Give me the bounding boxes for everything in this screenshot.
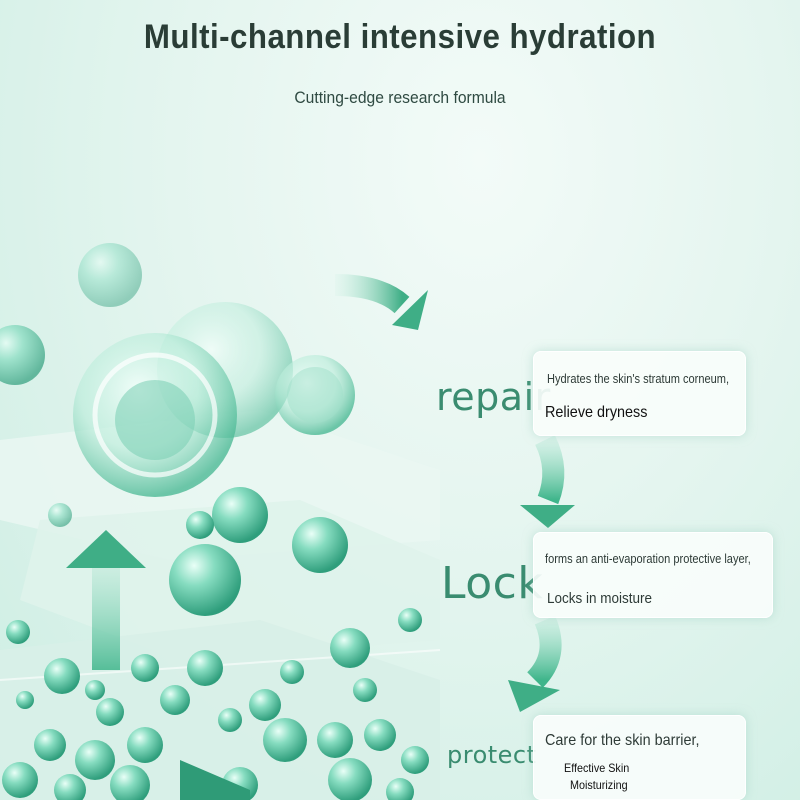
down-arrow-icon (334, 274, 428, 330)
up-arrow-icon (180, 760, 250, 800)
keyword-lock: Lock (441, 558, 544, 609)
protect-line-3: Moisturizing (570, 778, 628, 792)
down-arrow-icon (520, 435, 575, 528)
page-subtitle: Cutting-edge research formula (294, 88, 506, 107)
keyword-repair: repair (436, 375, 551, 419)
protect-line-2: Effective Skin (564, 761, 630, 775)
protect-line-1: Care for the skin barrier, (545, 732, 700, 749)
down-arrow-icon (508, 615, 562, 712)
up-arrow-icon (66, 530, 146, 670)
small-bubbles (2, 487, 429, 800)
lock-line-2: Locks in moisture (547, 590, 653, 607)
keyword-protect: protect (447, 741, 537, 769)
lock-line-1: forms an anti-evaporation protective lay… (545, 551, 751, 566)
page-title: Multi-channel intensive hydration (143, 18, 657, 56)
protect-info-card: Care for the skin barrier, Effective Ski… (533, 715, 746, 800)
repair-line-1: Hydrates the skin's stratum corneum, (547, 371, 730, 386)
repair-line-2: Relieve dryness (545, 404, 648, 421)
large-bubbles (0, 243, 355, 527)
repair-info-card: Hydrates the skin's stratum corneum, Rel… (533, 351, 746, 436)
lock-info-card: forms an anti-evaporation protective lay… (533, 532, 773, 618)
